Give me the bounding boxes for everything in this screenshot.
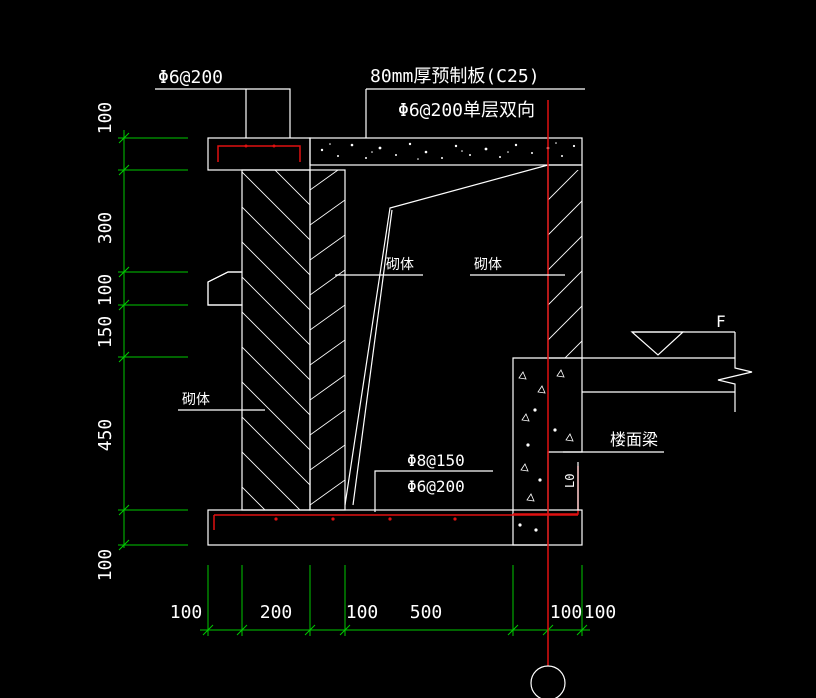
beam-concrete-speckle — [518, 369, 574, 532]
leader-lines — [155, 88, 664, 512]
elevation-mark — [582, 331, 753, 412]
top-cap-left — [207, 137, 311, 171]
axis-bubble — [530, 665, 566, 698]
slab-concrete-speckle — [320, 142, 576, 160]
bottom-slab — [207, 509, 583, 546]
horizontal-dimension-chain — [200, 565, 590, 636]
masonry-inner-right-label: 砌体 — [474, 257, 502, 273]
beam-rebar — [513, 466, 579, 515]
vdim-1: 100 — [95, 102, 116, 135]
middle-band-hatch — [310, 170, 345, 506]
top-cap-rebar-dot-1 — [244, 144, 248, 148]
top-cap-rebar-dot-2 — [272, 144, 276, 148]
vdim-4: 150 — [95, 316, 116, 349]
slab-rebar-label: Φ6@200单层双向 — [398, 100, 535, 121]
slope-line-inner — [352, 209, 393, 506]
wall-notch — [207, 271, 243, 306]
hdim-4: 500 — [410, 602, 443, 623]
top-cap-rebar — [217, 145, 301, 162]
right-wall-upper — [547, 164, 583, 359]
vdim-2: 300 — [95, 212, 116, 245]
slab-title-label: 80mm厚预制板(C25) — [370, 66, 540, 87]
hdim-6: 100 — [584, 602, 617, 623]
hdim-3: 100 — [346, 602, 379, 623]
slope-line — [344, 164, 549, 506]
floor-beam-label: 楼面梁 — [610, 430, 658, 449]
masonry-outer-label: 砌体 — [182, 392, 210, 408]
masonry-inner-left-label: 砌体 — [386, 257, 414, 273]
lo-mark: L0 — [563, 474, 577, 488]
bottom-rebar-label-2: Φ6@200 — [407, 477, 465, 496]
hdim-1: 100 — [170, 602, 203, 623]
bottom-rebar-label-1: Φ8@150 — [407, 451, 465, 470]
vdim-3: 100 — [95, 274, 116, 307]
top-rebar-label: Φ6@200 — [158, 67, 223, 88]
hdim-2: 200 — [260, 602, 293, 623]
vdim-5: 450 — [95, 419, 116, 452]
hdim-5: 100 — [550, 602, 583, 623]
precast-slab — [309, 137, 583, 166]
level-mark: F — [716, 312, 726, 331]
outer-wall-hatch — [242, 170, 310, 510]
bottom-rebar-dots — [274, 517, 457, 521]
vertical-dimension-chain — [118, 130, 188, 551]
right-wall-hatch — [548, 170, 582, 358]
outer-masonry-wall — [207, 169, 311, 511]
vdim-6: 100 — [95, 549, 116, 582]
